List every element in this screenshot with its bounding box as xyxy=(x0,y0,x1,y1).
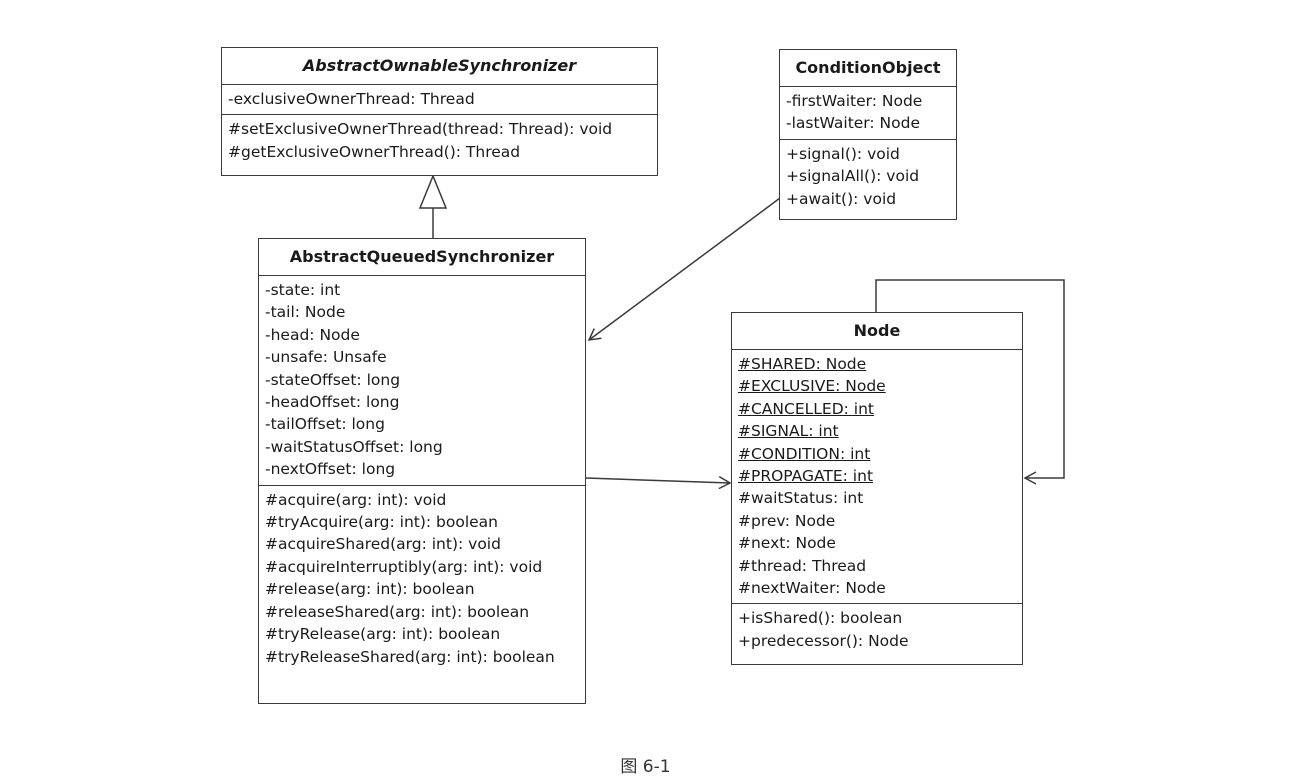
method: #setExclusiveOwnerThread(thread: Thread)… xyxy=(228,120,613,139)
association-condition-to-aqs xyxy=(587,197,781,341)
method: #acquireInterruptibly(arg: int): void xyxy=(265,557,543,576)
attribute: -firstWaiter: Node xyxy=(786,92,923,110)
static-attribute: #SIGNAL: int xyxy=(738,422,839,441)
attributes-section: -exclusiveOwnerThread: Thread xyxy=(222,85,657,116)
generalization-arrowhead xyxy=(418,174,448,209)
method: #releaseShared(arg: int): boolean xyxy=(265,602,530,621)
attribute: -head: Node xyxy=(265,325,360,344)
methods-section: #setExclusiveOwnerThread(thread: Thread)… xyxy=(222,115,657,167)
attribute: -unsafe: Unsafe xyxy=(265,348,387,367)
class-name: ConditionObject xyxy=(780,50,956,87)
attribute: #nextWaiter: Node xyxy=(738,579,886,598)
static-attribute: #PROPAGATE: int xyxy=(738,467,874,486)
method: #release(arg: int): boolean xyxy=(265,580,475,599)
method: +predecessor(): Node xyxy=(738,631,909,650)
attribute: -tail: Node xyxy=(265,303,346,322)
association-aqs-to-node xyxy=(585,475,732,490)
attributes-section: -state: int -tail: Node -head: Node -uns… xyxy=(259,276,585,486)
attribute: #prev: Node xyxy=(738,511,836,530)
static-attribute: #CONDITION: int xyxy=(738,444,871,463)
class-name: AbstractQueuedSynchronizer xyxy=(259,239,585,276)
static-attribute: #SHARED: Node xyxy=(738,355,867,373)
class-abstract-queued-synchronizer: AbstractQueuedSynchronizer -state: int -… xyxy=(258,238,586,704)
class-condition-object: ConditionObject -firstWaiter: Node -last… xyxy=(779,49,957,220)
method: +signalAll(): void xyxy=(786,167,920,186)
method: #tryReleaseShared(arg: int): boolean xyxy=(265,647,555,666)
attribute: -exclusiveOwnerThread: Thread xyxy=(228,90,475,108)
attribute: -headOffset: long xyxy=(265,393,400,412)
attribute: -tailOffset: long xyxy=(265,415,385,434)
attribute: #thread: Thread xyxy=(738,556,867,575)
class-name: Node xyxy=(732,313,1022,350)
attribute: #waitStatus: int xyxy=(738,489,864,508)
attribute: -stateOffset: long xyxy=(265,370,401,389)
attribute: -lastWaiter: Node xyxy=(786,114,921,133)
method: +signal(): void xyxy=(786,144,900,163)
methods-section: +isShared(): boolean +predecessor(): Nod… xyxy=(732,604,1022,656)
methods-section: #acquire(arg: int): void #tryAcquire(arg… xyxy=(259,486,585,672)
attribute: #next: Node xyxy=(738,534,836,553)
method: #tryAcquire(arg: int): boolean xyxy=(265,513,499,532)
class-name: AbstractOwnableSynchronizer xyxy=(222,48,657,85)
method: +isShared(): boolean xyxy=(738,609,903,628)
attributes-section: -firstWaiter: Node -lastWaiter: Node xyxy=(780,87,956,140)
method: #tryRelease(arg: int): boolean xyxy=(265,625,501,644)
attributes-section: #SHARED: Node #EXCLUSIVE: Node #CANCELLE… xyxy=(732,350,1022,605)
attribute: -state: int xyxy=(265,281,341,299)
attribute: -nextOffset: long xyxy=(265,460,396,479)
static-attribute: #EXCLUSIVE: Node xyxy=(738,377,886,396)
method: #acquireShared(arg: int): void xyxy=(265,535,501,554)
method: +await(): void xyxy=(786,189,897,208)
association-node-self xyxy=(875,279,1065,485)
method: #acquire(arg: int): void xyxy=(265,490,447,509)
class-abstract-ownable-synchronizer: AbstractOwnableSynchronizer -exclusiveOw… xyxy=(221,47,658,176)
attribute: -waitStatusOffset: long xyxy=(265,437,443,456)
class-node: Node #SHARED: Node #EXCLUSIVE: Node #CAN… xyxy=(731,312,1023,665)
methods-section: +signal(): void +signalAll(): void +awai… xyxy=(780,140,956,214)
method: #getExclusiveOwnerThread(): Thread xyxy=(228,142,521,161)
figure-caption: 图 6-1 xyxy=(620,757,671,777)
static-attribute: #CANCELLED: int xyxy=(738,399,874,418)
